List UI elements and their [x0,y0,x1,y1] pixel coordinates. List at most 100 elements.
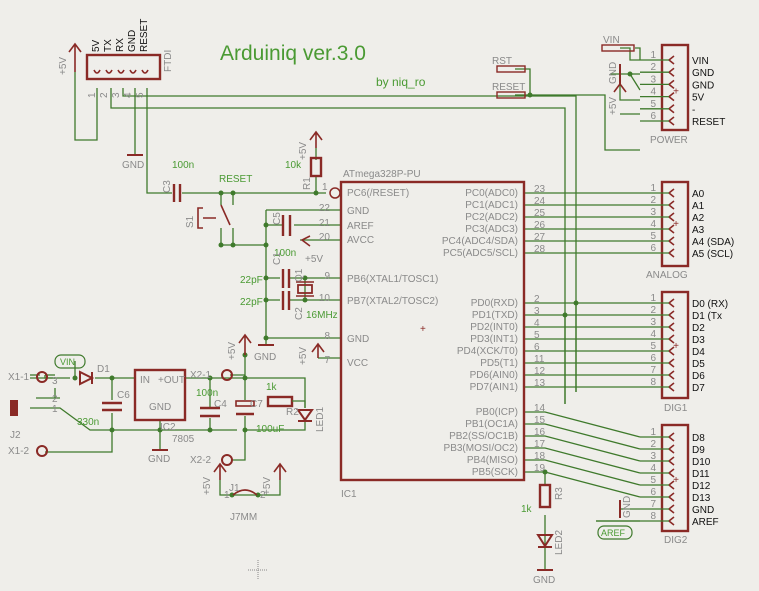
mcu-pin-label: PC2(ADC2) [465,212,518,223]
q1-ref: Q1 [294,268,305,282]
mcu-pin-number: 18 [534,451,546,462]
ic2-ref: IC2 [160,422,176,433]
r3-ref: R3 [554,487,565,500]
x1-1-label: X1-1 [8,372,30,383]
power-pin-contact [667,67,675,77]
x1-2-label: X1-2 [8,446,30,457]
power-header-body [660,43,690,132]
dig2-pin-number: 1 [650,427,656,438]
dig1-pin-contact [667,382,675,392]
mcu-pin-number: 21 [319,218,331,229]
mcu-pin-label: PB1(OC1A) [465,419,518,430]
ftdi-pin-number: 5 [135,92,146,98]
r1-value: 10k [285,160,302,171]
mcu-pin-number: 10 [319,293,331,304]
ftdi-pin-name: 5V [91,39,102,52]
dig2-pin-label: D13 [692,493,711,504]
mcu-pin-number: 20 [319,232,331,243]
dig1-pin-contact [667,322,675,332]
power-pin-number: 3 [650,74,656,85]
j2-pin1: 1 [52,404,58,415]
mcu-pin-number: 27 [534,232,546,243]
resistor-r1 [309,156,323,178]
dig1-pin-label: D3 [692,335,705,346]
mcu-left-pins: PC6(/RESET)GND22AREF21AVCC20PB6(XTAL1/TO… [319,182,438,369]
ftdi-pin-contact [93,69,101,74]
mcu-pin-label: PB4(MISO) [467,455,518,466]
mcu-pin-number: 26 [534,220,546,231]
analog-pin-label: A5 (SCL) [692,249,733,260]
power-pin-contact [667,104,675,114]
junctions [72,71,633,498]
ic2-pin-in: IN [140,375,150,386]
ic2-pin-out: +OUT [158,375,185,386]
mcu-pin-label: PB2(SS/OC1B) [449,431,518,442]
reg-gnd-net: GND [148,454,170,465]
mcu-pin-label: PD2(INT0) [470,322,518,333]
dig2-pin-contact [667,432,675,442]
mcu-pin-label: PC6(/RESET) [347,188,409,199]
ftdi-5v-net: +5V [58,57,69,75]
resistor-r2 [266,395,294,408]
analog-pin-number: 5 [650,231,656,242]
mcu-name: ATmega328P-PU [343,169,421,180]
dig1-pin-contact [667,358,675,368]
wires [30,47,641,570]
wire-ftdi-reset [146,88,172,194]
x2-1-label: X2-1 [190,370,212,381]
power-pin-label: RESET [692,117,725,128]
dig2-pin-label: D12 [692,481,711,492]
power-pin-number: 2 [650,62,656,73]
mcu-pin-label: PB5(SCK) [472,467,518,478]
dig2-pin-label: D8 [692,433,705,444]
mcu-pin-number: 24 [534,196,546,207]
dig1-pin-number: 1 [650,293,656,304]
ftdi-header-body [85,53,162,81]
power-pin-label: VIN [692,56,709,67]
j1-pin2: 2 [260,490,266,501]
mcu-pin-number: 25 [534,208,546,219]
mcu-pin-number: 9 [324,271,330,282]
mcu-pin-label: PD4(XCK/T0) [457,346,518,357]
dig2-pin-label: D10 [692,457,711,468]
analog-pin-label: A3 [692,225,705,236]
dig2-pin-label: AREF [692,517,719,528]
ftdi-pin-contact [117,69,125,74]
mcu-pin-label: PB7(XTAL2/TOSC2) [347,296,438,307]
mcu-pin-label: PD0(RXD) [471,298,518,309]
analog-pin-contact [667,236,675,246]
j1-pin1: 1 [224,490,230,501]
ftdi-name: FTDI [163,50,174,72]
avcc-5v-net: +5V [305,254,323,265]
analog-origin: + [673,219,679,230]
analog-pin-number: 2 [650,195,656,206]
c2-ref: C2 [294,307,305,320]
j1-5v-net-a: +5V [202,477,213,495]
ftdi-pin-name: GND [127,30,138,52]
power-pin-number: 1 [650,50,656,61]
mcu-pin-number: 17 [534,439,546,450]
dig1-pin-number: 4 [650,329,656,340]
j2-pin3: 3 [52,376,58,387]
power-header-name: POWER [650,135,688,146]
wire-ftdi-rx [122,88,577,392]
dig2-pin-number: 2 [650,439,656,450]
mcu-pin-number: 4 [534,318,540,329]
power-gnd-net: GND [608,62,619,84]
mcu-pin-number: 28 [534,244,546,255]
ftdi-pin-number: 3 [111,92,122,98]
mcu-pin-number: 1 [322,182,328,193]
power-5v-net: +5V [608,97,619,115]
capacitor-c7 [235,400,255,416]
mcu-pin-number: 22 [319,203,331,214]
ftdi-pin-name: RX [115,38,126,52]
c1-ref: C1 [272,252,283,265]
mcu-pin-number: 8 [324,331,330,342]
ftdi-pin-contact [141,69,149,74]
mcu-pin-number: 5 [534,330,540,341]
mcu-pin-label: PC0(ADC0) [465,188,518,199]
mcu-pin-number: 23 [534,184,546,195]
dig1-pin-label: D0 (RX) [692,299,728,310]
